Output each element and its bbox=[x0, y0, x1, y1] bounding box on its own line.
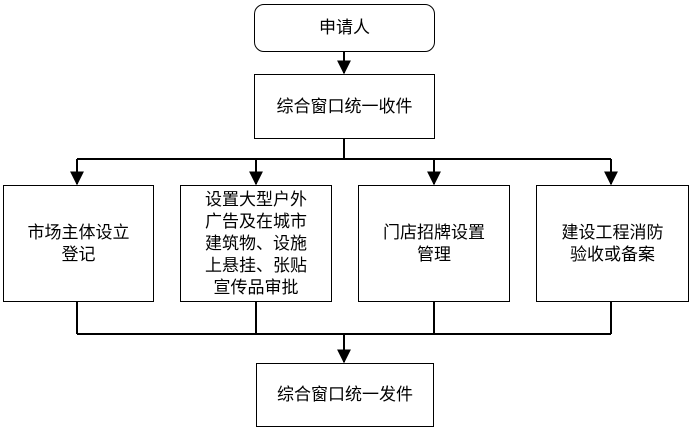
branch-node-shop-signboard: 门店招牌设置 管理 bbox=[358, 185, 510, 302]
branch-node-market-registration: 市场主体设立 登记 bbox=[3, 185, 154, 302]
branch-node-outdoor-advertising: 设置大型户外 广告及在城市 建筑物、设施 上悬挂、张贴 宣传品审批 bbox=[180, 185, 332, 302]
start-node-applicant: 申请人 bbox=[254, 4, 435, 52]
receive-node: 综合窗口统一收件 bbox=[254, 74, 435, 139]
branch-node-fire-acceptance: 建设工程消防 验收或备案 bbox=[536, 185, 689, 302]
issue-node: 综合窗口统一发件 bbox=[256, 363, 434, 427]
